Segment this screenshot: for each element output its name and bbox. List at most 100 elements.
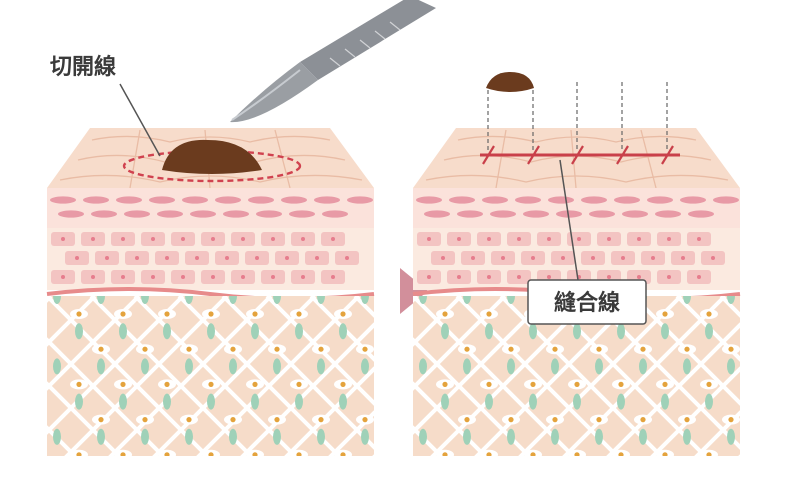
fat-cell — [744, 450, 762, 460]
fat-node — [441, 393, 449, 410]
epidermis-cell — [215, 196, 241, 204]
fat-lattice-line — [430, 296, 595, 456]
fat-node — [749, 394, 757, 410]
fat-node — [639, 428, 647, 445]
fat-cell-nucleus — [464, 346, 470, 352]
fat-node — [507, 296, 515, 304]
fat-lattice-line — [47, 425, 78, 456]
dermis-cell-nucleus — [607, 237, 611, 241]
fat-node — [207, 323, 215, 340]
fat-lattice-line — [518, 296, 683, 456]
fat-node — [141, 428, 149, 445]
dermis-cell-nucleus — [517, 275, 521, 279]
fat-cell-nucleus — [640, 417, 646, 423]
dermis-cell-nucleus — [427, 275, 431, 279]
fat-cell-nucleus — [618, 452, 624, 456]
epidermis-cells-right — [416, 196, 739, 218]
fat-lattice-line — [196, 296, 361, 456]
fat-node — [661, 323, 669, 340]
epidermis-cell — [614, 196, 640, 204]
fat-node — [683, 358, 691, 375]
fat-cell-nucleus — [618, 381, 624, 387]
fat-lattice-line — [0, 296, 7, 476]
fat-cell-nucleus — [340, 452, 346, 456]
fat-lattice-left — [0, 296, 413, 476]
fat-node — [507, 428, 515, 445]
fat-cell-nucleus — [662, 452, 668, 456]
epidermis-cell — [190, 210, 216, 218]
fat-node — [749, 323, 757, 339]
fat-cell-nucleus — [508, 346, 514, 352]
dermis-cell-nucleus — [195, 256, 199, 260]
fat-node — [683, 296, 691, 304]
fat-cell-nucleus — [442, 452, 448, 456]
suture-leader-line — [559, 159, 579, 281]
removed-mole — [486, 72, 534, 92]
fat-cell-nucleus — [340, 311, 346, 317]
fat-node — [419, 358, 427, 375]
dermis-cell-nucleus — [105, 256, 109, 260]
fat-cell-nucleus — [530, 381, 536, 387]
fat-node — [273, 428, 281, 445]
epidermis-cell — [515, 196, 541, 204]
dermis-cell-nucleus — [667, 237, 671, 241]
fat-cell-nucleus — [362, 346, 368, 352]
fat-cell-nucleus — [552, 346, 558, 352]
dermis-cell-nucleus — [637, 275, 641, 279]
epidermis-cell — [548, 196, 574, 204]
fat-cell-nucleus — [384, 311, 389, 316]
fat-node — [361, 428, 369, 445]
fat-cell — [788, 309, 792, 319]
fat-cell-nucleus — [486, 311, 492, 317]
epidermis-cell — [688, 210, 714, 218]
fat-node — [573, 323, 581, 340]
fat-node — [405, 429, 413, 445]
fat-node — [485, 323, 493, 340]
dermis-cell-nucleus — [301, 275, 305, 279]
epidermis-band-left — [47, 188, 374, 228]
fat-cell-nucleus — [98, 417, 104, 423]
epidermis-cell — [314, 196, 340, 204]
fat-node — [317, 296, 325, 304]
fat-lattice-line — [413, 296, 463, 347]
epidermis-cell — [416, 196, 442, 204]
dermis-cell-nucleus — [165, 256, 169, 260]
fat-cell-nucleus — [318, 346, 324, 352]
fat-cell — [378, 379, 396, 389]
fat-cell-nucleus — [486, 452, 492, 456]
fat-cell-nucleus — [252, 381, 258, 387]
fat-cell-nucleus — [442, 311, 448, 317]
fat-node — [507, 358, 515, 375]
fat-node — [463, 358, 471, 375]
epidermis-cell — [223, 210, 249, 218]
fat-node — [53, 428, 61, 445]
fat-cell-nucleus — [772, 417, 777, 422]
fat-cell-nucleus — [684, 346, 690, 352]
epidermis-cell — [256, 210, 282, 218]
fat-cell-nucleus — [120, 452, 126, 456]
fat-node — [405, 358, 413, 374]
dermis-cell-nucleus — [285, 256, 289, 260]
fat-node — [361, 358, 369, 375]
epidermis-cell — [490, 210, 516, 218]
panel-before: 切開線 — [0, 0, 436, 476]
dermis-cell-nucleus — [621, 256, 625, 260]
fat-cell-nucleus — [706, 381, 712, 387]
dermis-cell-nucleus — [331, 237, 335, 241]
fat-cell-nucleus — [296, 381, 302, 387]
fat-lattice-line — [328, 410, 374, 456]
fat-cell-nucleus — [552, 417, 558, 423]
dermis-cell-nucleus — [651, 256, 655, 260]
dermis-cell-nucleus — [241, 237, 245, 241]
fat-node — [463, 428, 471, 445]
epidermis-cell — [556, 210, 582, 218]
fat-node — [273, 358, 281, 375]
epidermis-cell — [647, 196, 673, 204]
dermis-cell-nucleus — [271, 275, 275, 279]
fat-node — [485, 393, 493, 410]
fat-cell-nucleus — [772, 347, 777, 352]
fat-cell-nucleus — [464, 417, 470, 423]
fat-lattice-right — [413, 296, 792, 460]
fat-node — [383, 323, 391, 339]
